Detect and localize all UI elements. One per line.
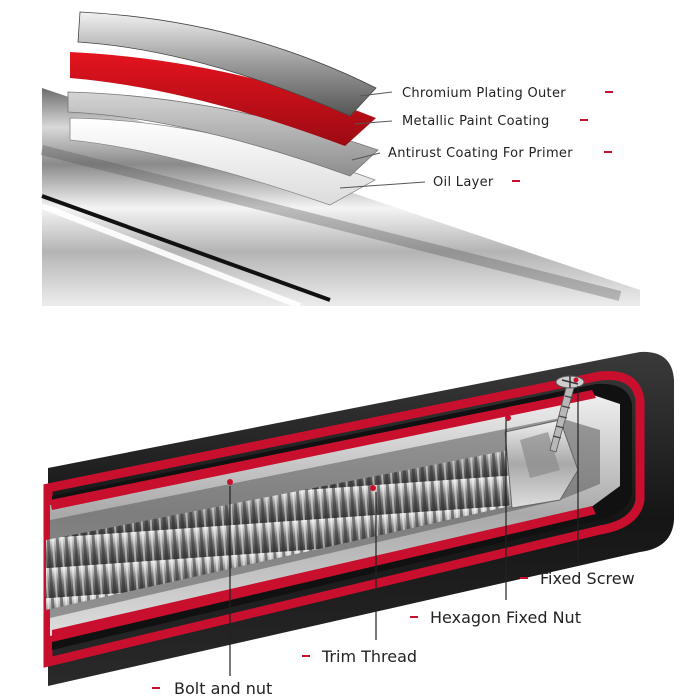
threaded-bolt [46, 448, 528, 610]
tube-shadow-band [40, 145, 622, 301]
nut-facet [520, 432, 560, 478]
red-dash-icon [605, 91, 613, 93]
red-dash-icon [604, 151, 612, 153]
label-bolt-and-nut: Bolt and nut [174, 679, 272, 698]
leader-line-oil [339, 181, 426, 189]
top-label-group: Chromium Plating Outer Metallic Paint Co… [339, 86, 613, 190]
red-dot-icon [505, 415, 511, 421]
leader-line-chromium [359, 91, 393, 97]
red-dash-icon [410, 616, 418, 618]
red-dot-icon [227, 479, 233, 485]
label-chromium-plating-outer: Chromium Plating Outer [402, 86, 566, 101]
tube-highlight-line [41, 194, 331, 302]
chromium-plating-sheet [77, 11, 377, 117]
oil-layer-sheet [69, 117, 376, 206]
leader-line-antirust [351, 152, 381, 161]
red-dot-icon [573, 377, 579, 383]
bottom-leader-lines [229, 386, 579, 676]
leader-line-metallic [354, 120, 393, 125]
red-dot-icon [370, 485, 376, 491]
label-antirust-coating-for-primer: Antirust Coating For Primer [388, 146, 573, 161]
red-dash-icon [520, 577, 528, 579]
coating-layers-illustration [40, 11, 640, 309]
red-dash-icon [152, 687, 160, 689]
bottom-label-group: Fixed Screw Hexagon Fixed Nut Trim Threa… [152, 569, 635, 698]
red-dash-icon [302, 655, 310, 657]
label-oil-layer: Oil Layer [433, 175, 494, 190]
red-dash-icon [580, 119, 588, 121]
label-metallic-paint-coating: Metallic Paint Coating [402, 114, 550, 129]
label-hexagon-fixed-nut: Hexagon Fixed Nut [430, 608, 581, 627]
inner-red-lining-bottom [52, 506, 596, 642]
tube-reflection [40, 203, 302, 309]
metallic-paint-sheet [70, 52, 376, 146]
red-dash-icon [512, 180, 520, 182]
red-cut-edge [43, 371, 645, 668]
label-trim-thread: Trim Thread [321, 647, 417, 666]
handle-cutaway-illustration [43, 351, 674, 686]
label-fixed-screw: Fixed Screw [540, 569, 635, 588]
inner-red-lining-top [50, 390, 596, 510]
antirust-primer-sheet [67, 91, 379, 177]
